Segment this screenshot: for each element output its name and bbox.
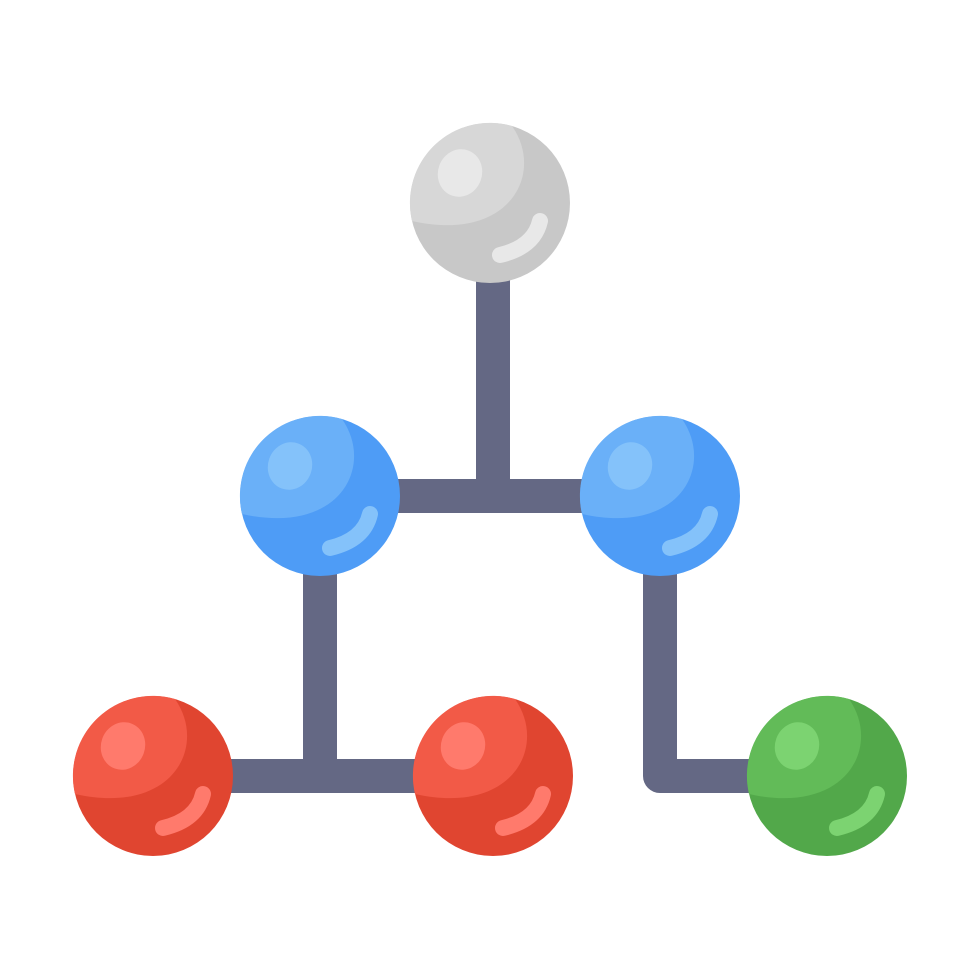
node-highlight: [100, 722, 146, 770]
node-highlight: [437, 149, 483, 197]
node-glint: [829, 786, 885, 836]
node-leaf-right: [746, 695, 907, 856]
node-glint: [155, 786, 211, 836]
node-mid-right: [579, 415, 740, 576]
connectors-group: [193, 263, 787, 793]
node-highlight: [774, 722, 820, 770]
node-glint: [492, 213, 548, 263]
node-root: [409, 122, 570, 283]
node-glint: [662, 506, 718, 556]
node-leaf-center: [412, 695, 573, 856]
node-highlight: [267, 442, 313, 490]
node-mid-left: [239, 415, 400, 576]
node-glint: [495, 786, 551, 836]
node-leaf-left: [72, 695, 233, 856]
node-highlight: [440, 722, 486, 770]
node-highlight: [607, 442, 653, 490]
node-glint: [322, 506, 378, 556]
connector-mid-right-elbow: [643, 543, 787, 793]
nodes-group: [72, 122, 907, 856]
